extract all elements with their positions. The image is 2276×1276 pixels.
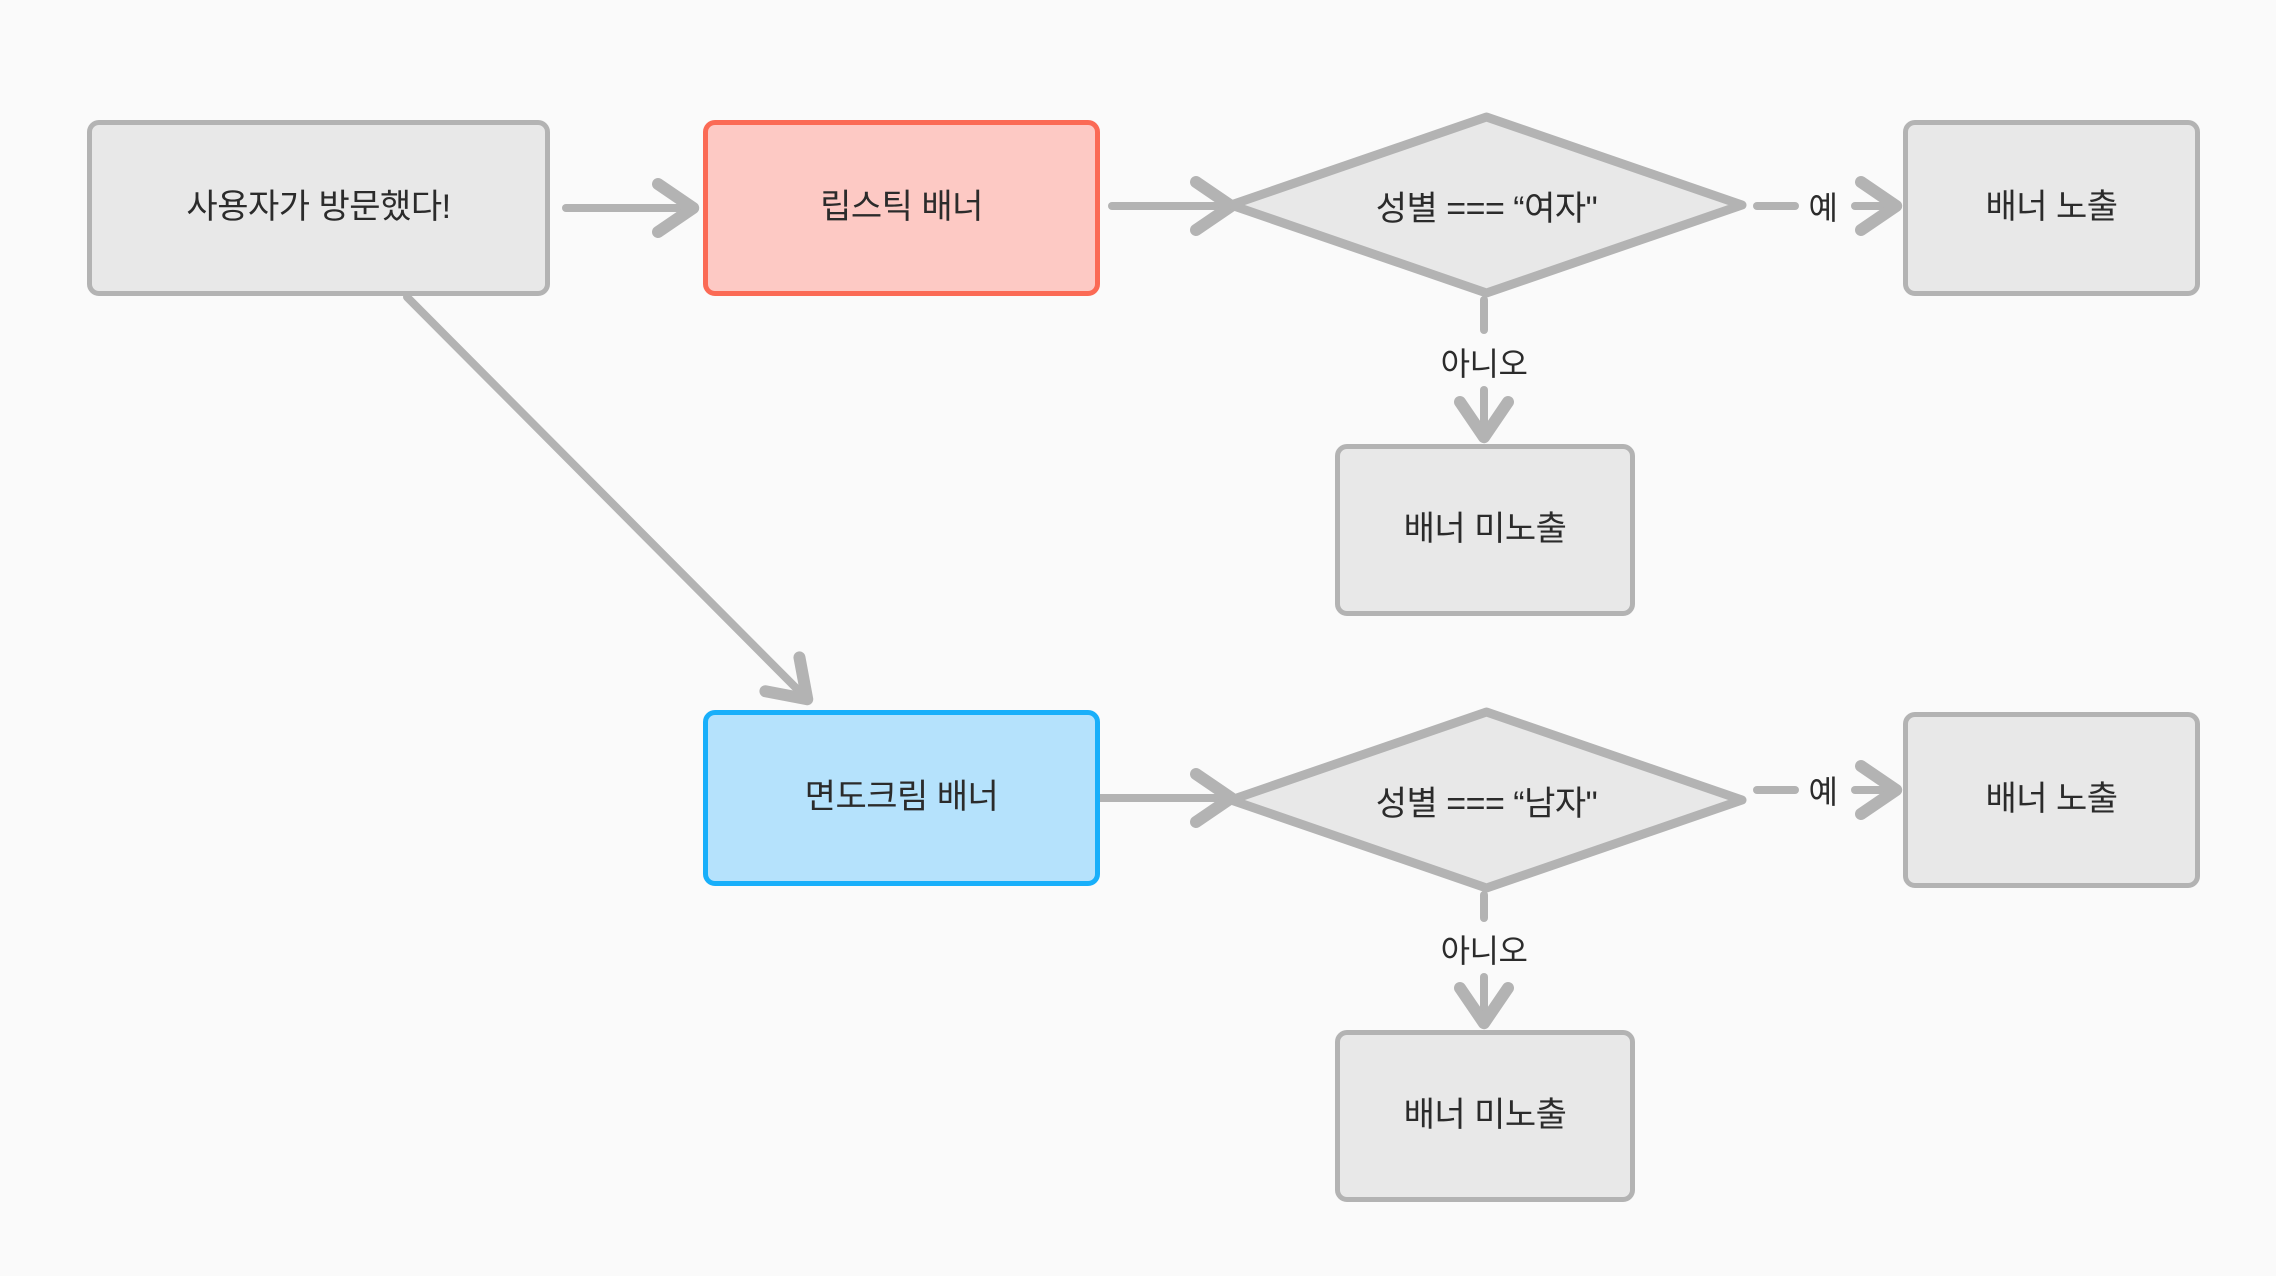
node-banner-hidden-bottom-label: 배너 미노출	[1403, 1096, 1567, 1135]
node-banner-shown-bottom-label: 배너 노출	[1985, 780, 2118, 819]
node-gender-female-decision[interactable]: 성별 === “여자"	[1224, 110, 1749, 300]
node-shaving-cream-banner-label: 면도크림 배너	[804, 778, 999, 817]
edge-label-no-top: 아니오	[1440, 346, 1528, 382]
node-banner-hidden-top-label: 배너 미노출	[1403, 510, 1567, 549]
node-user-visited-label: 사용자가 방문했다!	[186, 188, 451, 227]
node-lipstick-banner[interactable]: 립스틱 배너	[703, 120, 1100, 296]
node-user-visited[interactable]: 사용자가 방문했다!	[87, 120, 550, 296]
edge-visit-to-shaving-cream	[403, 293, 814, 706]
edge-label-yes-top: 예	[1808, 190, 1838, 226]
node-banner-hidden-top[interactable]: 배너 미노출	[1335, 444, 1635, 616]
node-lipstick-banner-label: 립스틱 배너	[820, 188, 983, 227]
node-gender-male-decision[interactable]: 성별 === “남자"	[1224, 705, 1749, 895]
node-gender-female-decision-label: 성별 === “여자"	[1375, 189, 1598, 228]
node-banner-shown-bottom[interactable]: 배너 노출	[1903, 712, 2200, 888]
node-banner-shown-top-label: 배너 노출	[1985, 188, 2118, 227]
edge-label-no-bottom: 아니오	[1440, 933, 1528, 969]
node-banner-shown-top[interactable]: 배너 노출	[1903, 120, 2200, 296]
edge-label-yes-bottom: 예	[1808, 774, 1838, 810]
node-shaving-cream-banner[interactable]: 면도크림 배너	[703, 710, 1100, 886]
node-banner-hidden-bottom[interactable]: 배너 미노출	[1335, 1030, 1635, 1202]
node-gender-male-decision-label: 성별 === “남자"	[1375, 784, 1598, 823]
